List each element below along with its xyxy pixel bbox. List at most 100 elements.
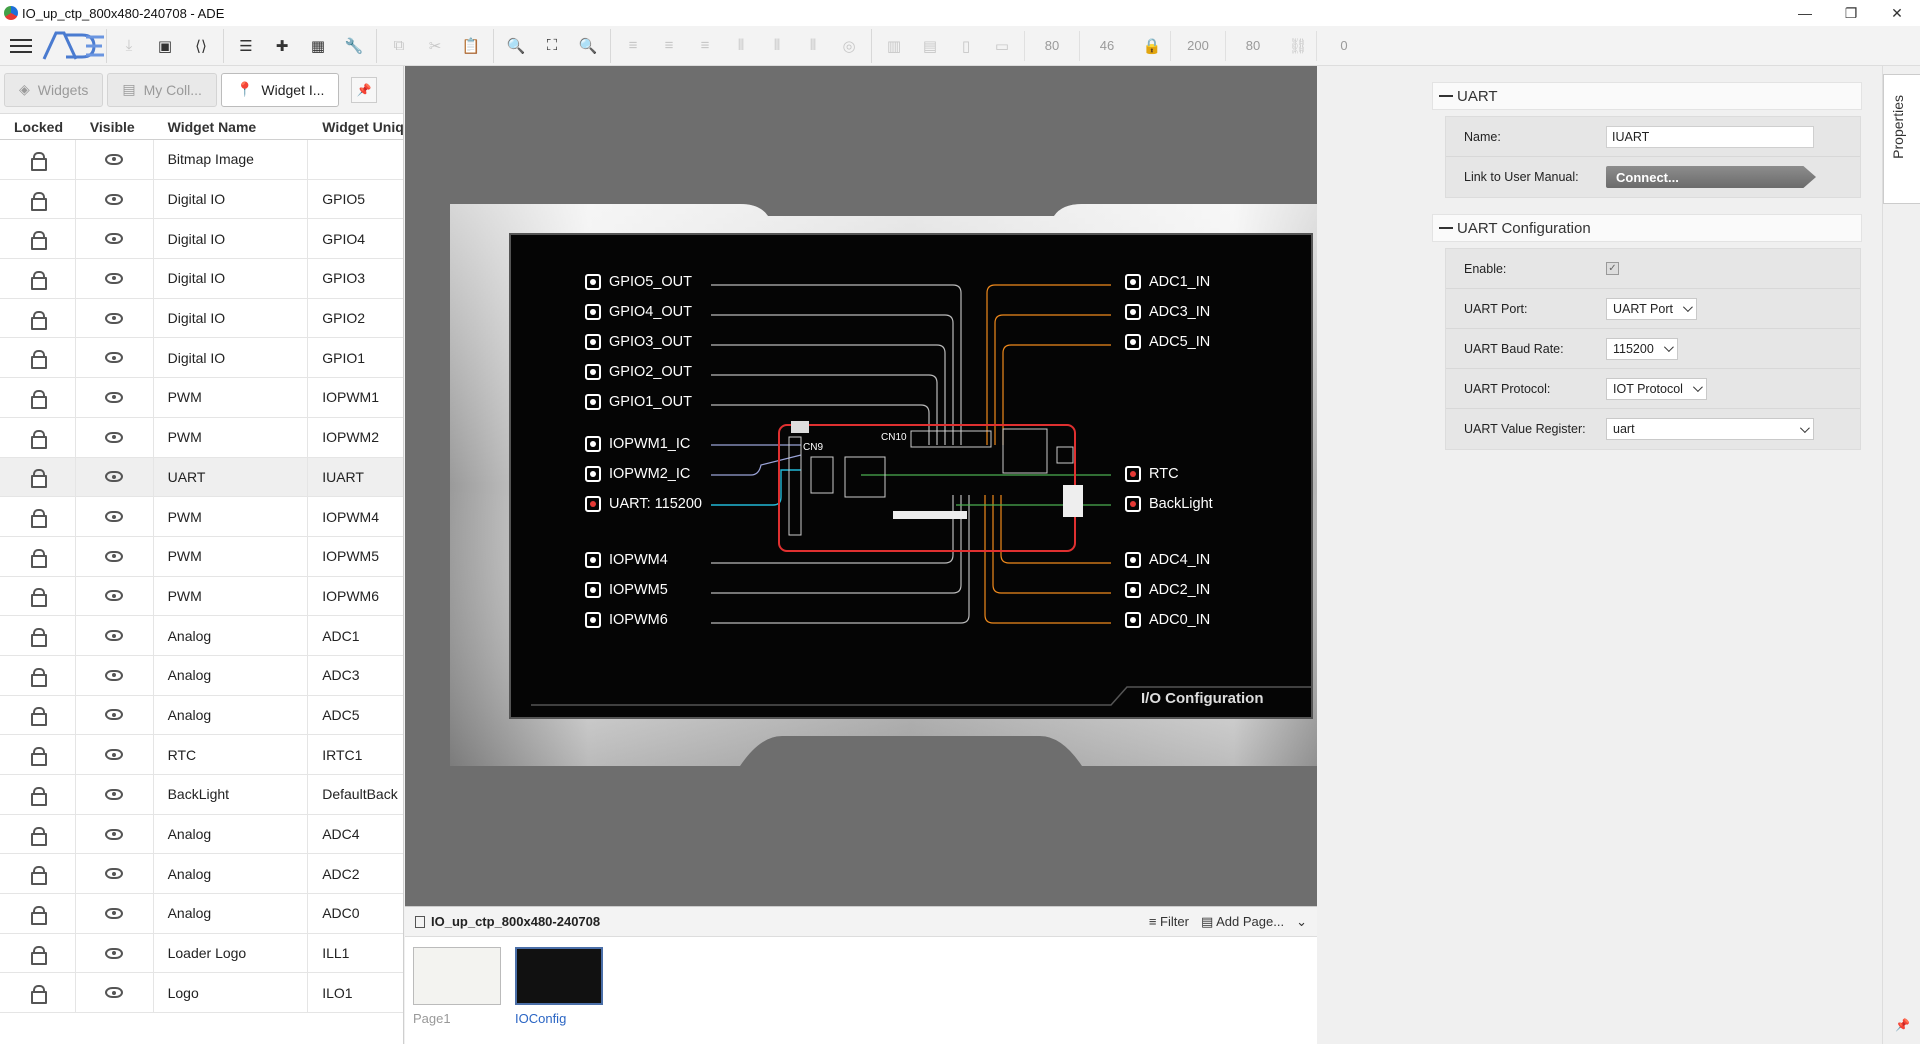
chevron-down-icon[interactable]: ⌄ [1296, 914, 1307, 930]
column-visible[interactable]: Visible [76, 119, 154, 135]
minimize-icon[interactable]: — [1782, 0, 1828, 26]
same-height-icon[interactable]: ▭ [984, 31, 1020, 61]
visibility-toggle[interactable] [76, 973, 154, 1012]
right-io-label[interactable]: ADC5_IN [1125, 334, 1210, 350]
lock-toggle[interactable] [0, 696, 76, 735]
lock-toggle[interactable] [0, 140, 76, 179]
lock-toggle[interactable] [0, 180, 76, 219]
zoom-out-icon[interactable]: 🔍 [498, 31, 534, 61]
align-top-icon[interactable]: ⫴ [723, 31, 759, 61]
uart-config-section-header[interactable]: UART Configuration [1432, 214, 1862, 242]
lock-toggle[interactable] [0, 934, 76, 973]
height-field[interactable]: 80 [1225, 31, 1280, 61]
table-row[interactable]: PWMIOPWM5 [0, 537, 403, 577]
table-row[interactable]: AnalogADC4 [0, 815, 403, 855]
left-io-label[interactable]: GPIO1_OUT [585, 394, 692, 410]
column-widget-unique[interactable]: Widget Unique [308, 119, 403, 135]
target-icon[interactable]: ◎ [831, 31, 867, 61]
lock-toggle[interactable] [0, 418, 76, 457]
lock-toggle[interactable] [0, 219, 76, 258]
align-middle-icon[interactable]: ⫴ [759, 31, 795, 61]
left-io-label[interactable]: IOPWM2_IC [585, 466, 690, 482]
table-row[interactable]: Loader LogoILL1 [0, 934, 403, 974]
visibility-toggle[interactable] [76, 497, 154, 536]
lock-toggle[interactable] [0, 259, 76, 298]
wrench-icon[interactable]: 🔧 [336, 31, 372, 61]
hamburger-menu-icon[interactable] [4, 29, 38, 63]
visibility-toggle[interactable] [76, 299, 154, 338]
left-io-label[interactable]: GPIO5_OUT [585, 274, 692, 290]
name-input[interactable]: IUART [1606, 126, 1814, 148]
enable-checkbox[interactable]: ✓ [1606, 262, 1619, 275]
fit-screen-icon[interactable]: ⛶ [534, 31, 570, 61]
visibility-toggle[interactable] [76, 934, 154, 973]
table-row[interactable]: Digital IOGPIO4 [0, 219, 403, 259]
value-register-select[interactable]: uart [1606, 418, 1814, 440]
tab-properties[interactable]: Properties [1883, 74, 1920, 204]
lock-toggle[interactable] [0, 656, 76, 695]
table-row[interactable]: UARTIUART [0, 458, 403, 498]
column-locked[interactable]: Locked [0, 119, 76, 135]
puzzle-icon[interactable]: ✚ [264, 31, 300, 61]
right-io-label[interactable]: BackLight [1125, 496, 1213, 512]
pin-icon[interactable]: 📌 [1895, 1018, 1910, 1032]
align-bottom-icon[interactable]: ⫴ [795, 31, 831, 61]
visibility-toggle[interactable] [76, 378, 154, 417]
lock-toggle[interactable] [0, 458, 76, 497]
page-thumb-ioconfig[interactable]: IOConfig [515, 947, 603, 1026]
visibility-toggle[interactable] [76, 854, 154, 893]
visibility-toggle[interactable] [76, 537, 154, 576]
table-row[interactable]: LogoILO1 [0, 973, 403, 1013]
lock-toggle[interactable] [0, 577, 76, 616]
aspect-lock-icon[interactable]: 🔒 [1134, 31, 1170, 61]
left-io-label[interactable]: GPIO4_OUT [585, 304, 692, 320]
table-row[interactable]: Digital IOGPIO1 [0, 338, 403, 378]
visibility-toggle[interactable] [76, 180, 154, 219]
grid-icon[interactable]: ▦ [300, 31, 336, 61]
left-io-label[interactable]: IOPWM6 [585, 612, 668, 628]
column-widget-name[interactable]: Widget Name [154, 119, 309, 135]
visibility-toggle[interactable] [76, 894, 154, 933]
table-row[interactable]: Digital IOGPIO5 [0, 180, 403, 220]
table-row[interactable]: AnalogADC3 [0, 656, 403, 696]
lock-toggle[interactable] [0, 616, 76, 655]
visibility-toggle[interactable] [76, 458, 154, 497]
lock-toggle[interactable] [0, 299, 76, 338]
table-row[interactable]: PWMIOPWM2 [0, 418, 403, 458]
baud-rate-select[interactable]: 115200 [1606, 338, 1678, 360]
paste-icon[interactable]: 📋 [453, 31, 489, 61]
align-center-icon[interactable]: ≡ [651, 31, 687, 61]
left-io-label[interactable]: GPIO3_OUT [585, 334, 692, 350]
pin-icon[interactable]: 📌 [351, 77, 377, 103]
lock-toggle[interactable] [0, 338, 76, 377]
left-io-label[interactable]: IOPWM4 [585, 552, 668, 568]
table-row[interactable]: Digital IOGPIO3 [0, 259, 403, 299]
right-io-label[interactable]: ADC1_IN [1125, 274, 1210, 290]
lock-toggle[interactable] [0, 497, 76, 536]
align-left-icon[interactable]: ≡ [615, 31, 651, 61]
same-width-icon[interactable]: ▯ [948, 31, 984, 61]
right-io-label[interactable]: ADC0_IN [1125, 612, 1210, 628]
link-icon[interactable]: ⛓ [1280, 31, 1316, 61]
distribute-h-icon[interactable]: ▥ [876, 31, 912, 61]
lock-toggle[interactable] [0, 378, 76, 417]
add-page-button[interactable]: ▤ Add Page... [1201, 914, 1284, 930]
distribute-v-icon[interactable]: ▤ [912, 31, 948, 61]
right-io-label[interactable]: RTC [1125, 466, 1179, 482]
table-row[interactable]: AnalogADC2 [0, 854, 403, 894]
y-position-field[interactable]: 46 [1079, 31, 1134, 61]
zoom-in-icon[interactable]: 🔍 [570, 31, 606, 61]
visibility-toggle[interactable] [76, 616, 154, 655]
table-row[interactable]: AnalogADC0 [0, 894, 403, 934]
tab-widgets[interactable]: ◈ Widgets [4, 73, 103, 107]
visibility-toggle[interactable] [76, 259, 154, 298]
lock-toggle[interactable] [0, 894, 76, 933]
left-io-label[interactable]: IOPWM5 [585, 582, 668, 598]
table-row[interactable]: AnalogADC1 [0, 616, 403, 656]
page-thumb-page1[interactable]: Page1 [413, 947, 501, 1026]
visibility-toggle[interactable] [76, 577, 154, 616]
protocol-select[interactable]: IOT Protocol [1606, 378, 1707, 400]
right-io-label[interactable]: ADC4_IN [1125, 552, 1210, 568]
tab-my-collection[interactable]: ▤ My Coll... [107, 73, 217, 107]
table-row[interactable]: PWMIOPWM6 [0, 577, 403, 617]
